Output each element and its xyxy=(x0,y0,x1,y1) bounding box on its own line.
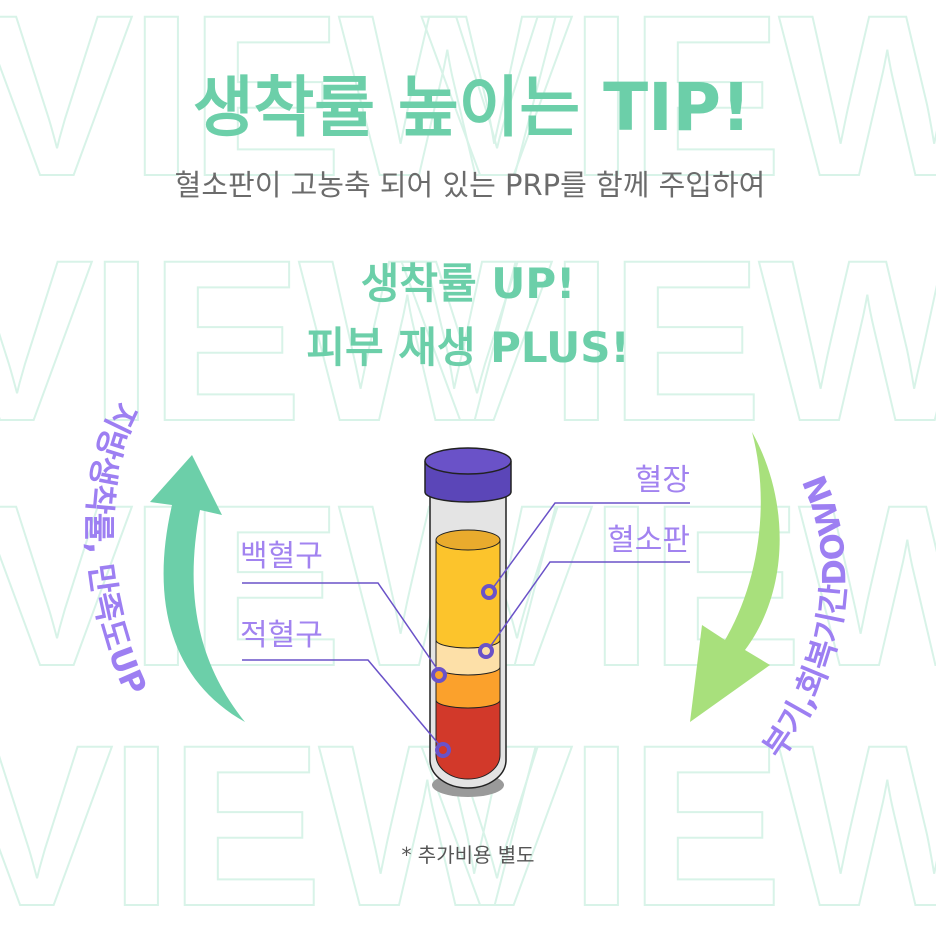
watermark-text: VIEW xyxy=(0,0,556,224)
rbc-layer xyxy=(435,699,501,780)
label-plasma: 혈장 xyxy=(635,463,690,498)
subtitle: 혈소판이 고농축 되어 있는 PRP를 함께 주입하여 xyxy=(175,168,766,202)
footnote: * 추가비용 별도 xyxy=(401,843,534,867)
marker-dots xyxy=(431,584,497,758)
leader-lines xyxy=(242,502,690,749)
watermark-text: VIEW xyxy=(400,212,936,469)
prp-test-tube xyxy=(424,447,512,797)
left-up-arrow-icon xyxy=(150,455,245,722)
right-down-arrow-icon xyxy=(690,432,780,722)
main-title: 생착률 높이는 TIP! xyxy=(193,69,751,146)
label-platelet: 혈소판 xyxy=(607,523,690,558)
wbc-layer xyxy=(435,666,501,709)
plasma-layer xyxy=(435,539,501,649)
watermark-text: VIEW xyxy=(420,0,936,224)
watermark-text: VIEW xyxy=(440,457,936,714)
headline-line2: 피부 재생 PLUS! xyxy=(306,323,629,372)
label-rbc: 적혈구 xyxy=(240,618,323,653)
label-wbc: 백혈구 xyxy=(240,539,323,574)
watermark-text: VIEW xyxy=(0,212,516,469)
headline-line1: 생착률 UP! xyxy=(361,259,576,308)
